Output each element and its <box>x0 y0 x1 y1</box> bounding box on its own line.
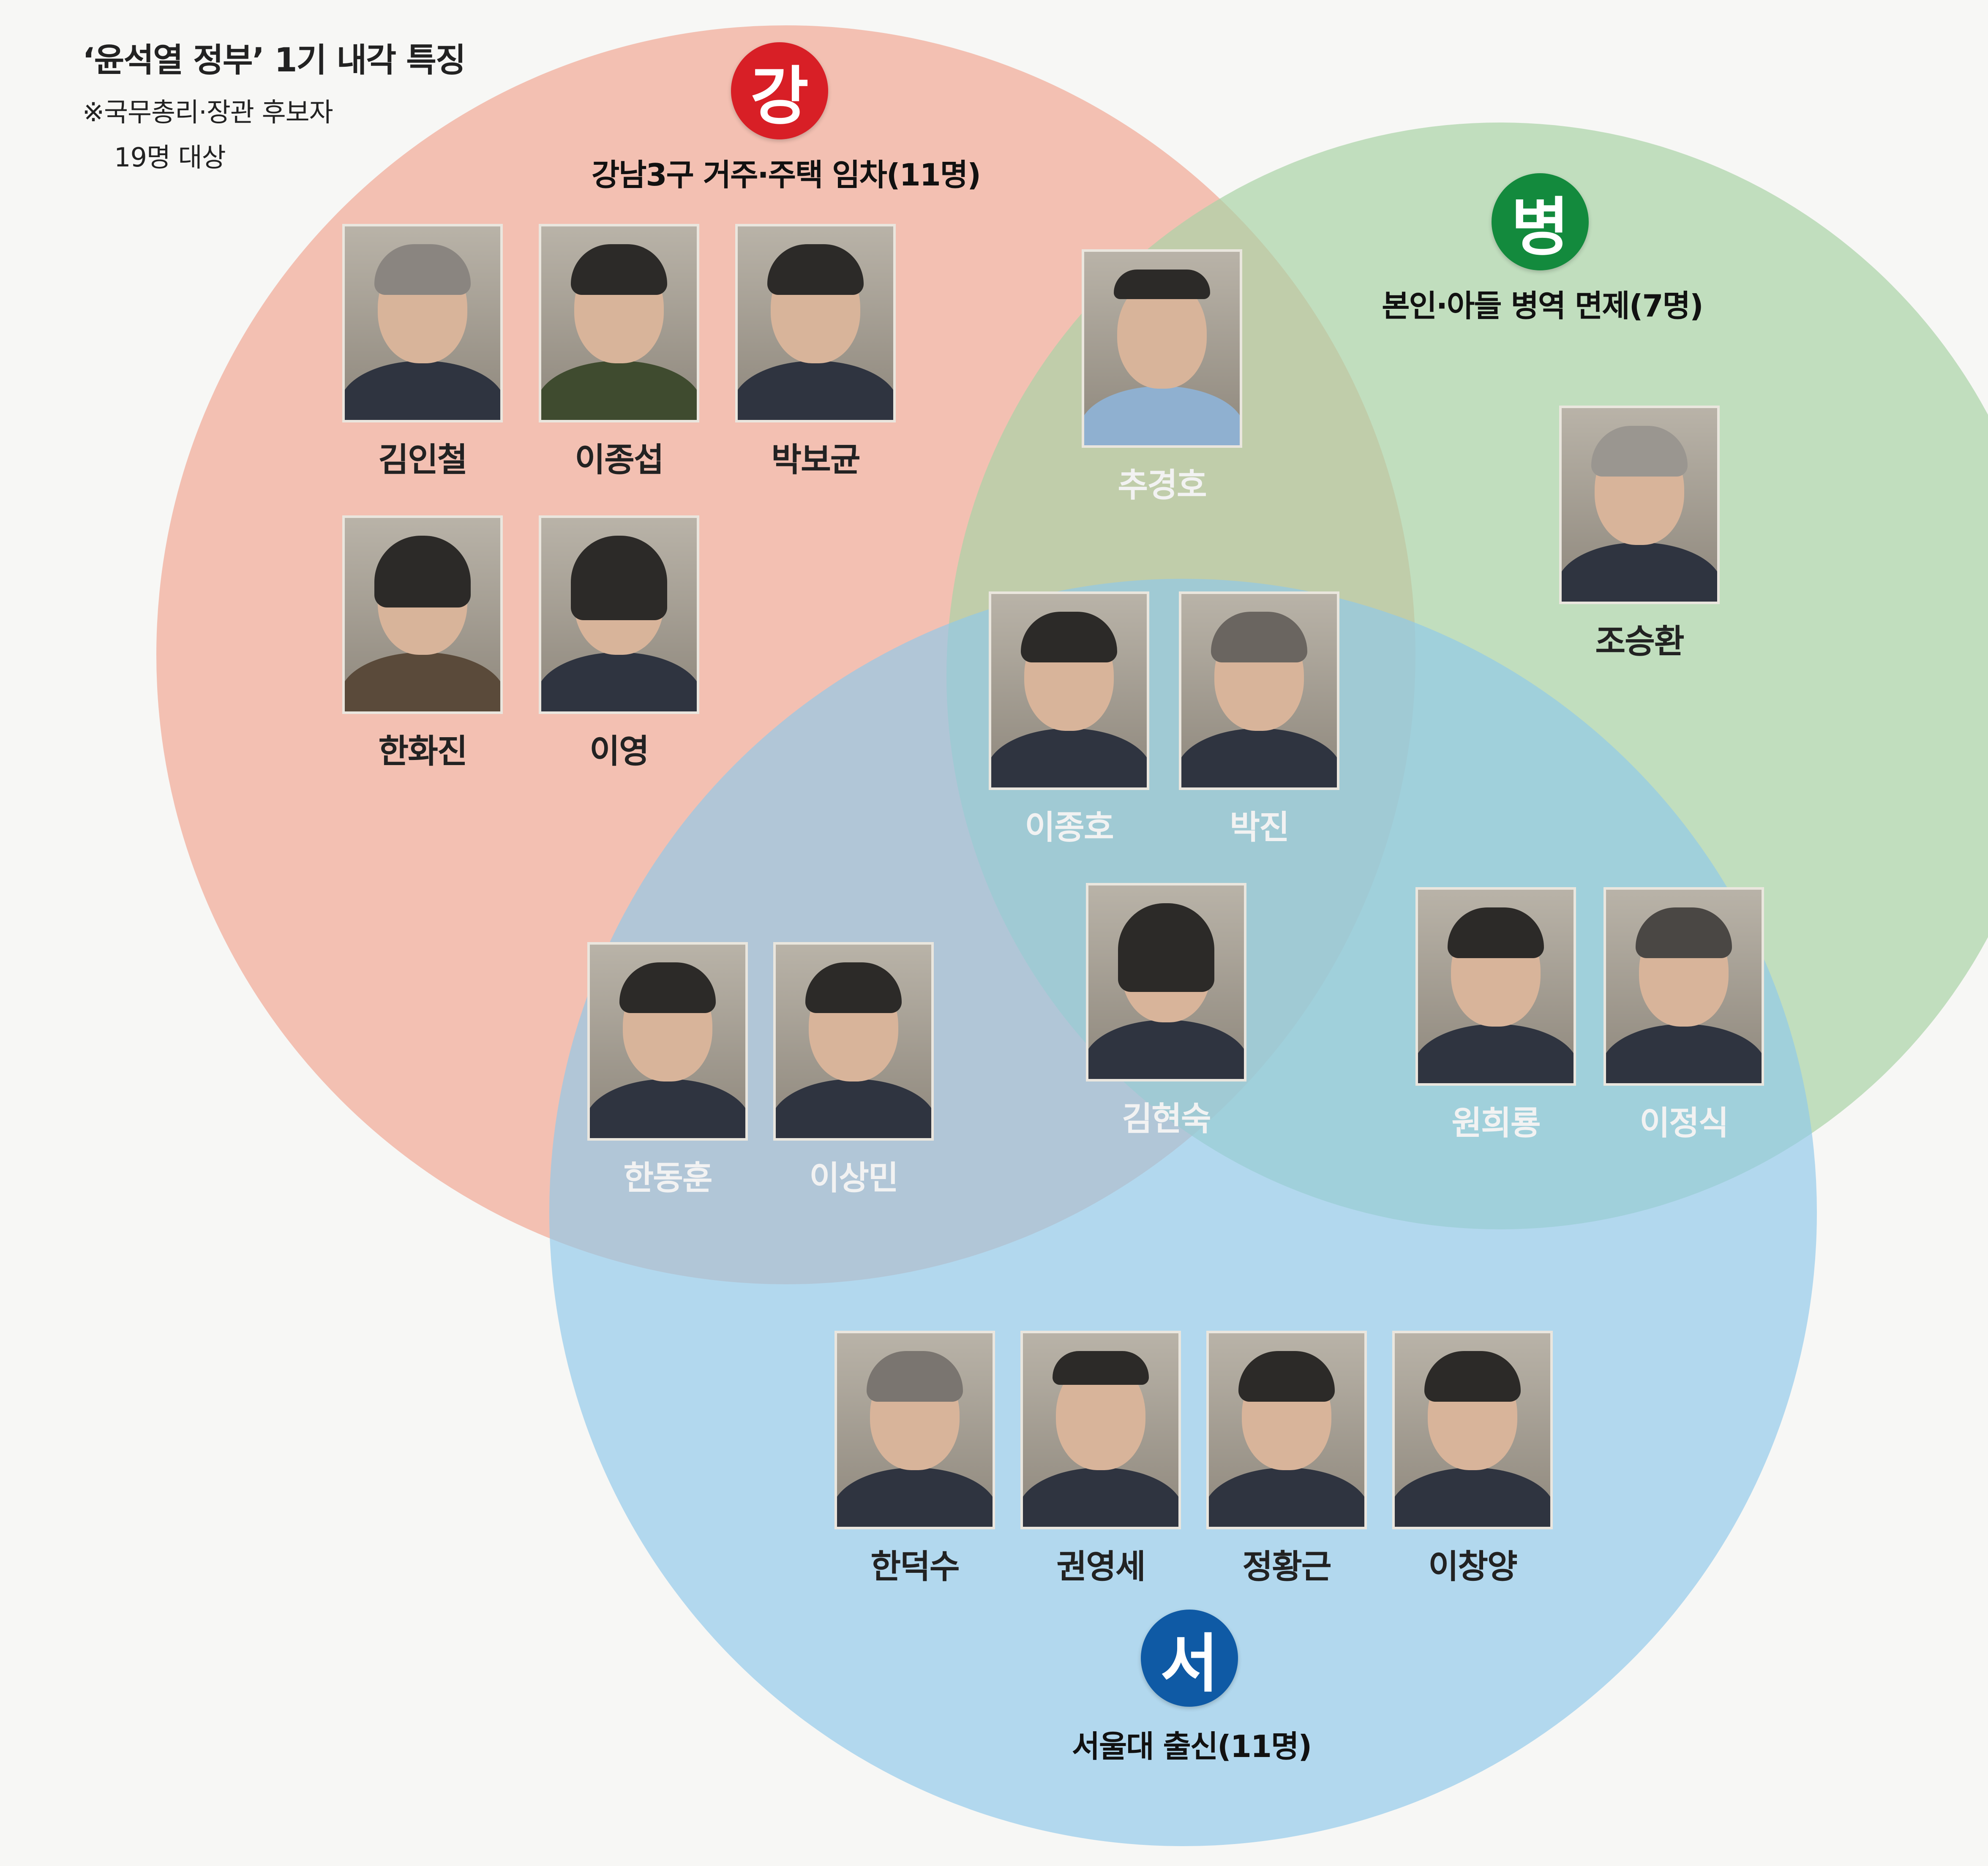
person-card: 한덕수 <box>834 1331 995 1588</box>
portrait-photo <box>539 224 699 422</box>
person-name: 한덕수 <box>870 1548 960 1586</box>
person-card: 정황근 <box>1206 1331 1367 1588</box>
portrait-photo <box>773 942 934 1141</box>
person-name: 김인철 <box>378 441 467 479</box>
gang-set-label: 강남3구 거주·주택 임차(11명) <box>592 157 981 193</box>
person-name: 원희룡 <box>1451 1104 1541 1142</box>
person-name: 박진 <box>1230 809 1290 847</box>
person-name: 이종섭 <box>575 441 664 479</box>
portrait-photo <box>587 942 748 1141</box>
person-card: 이정식 <box>1603 887 1764 1144</box>
portrait-photo <box>1179 591 1339 790</box>
person-name: 한화진 <box>378 733 467 771</box>
person-card: 한화진 <box>342 515 503 772</box>
person-card: 이종호 <box>989 591 1149 848</box>
person-card: 한동훈 <box>587 942 748 1199</box>
person-name: 김현숙 <box>1122 1100 1211 1138</box>
portrait-photo <box>1392 1331 1553 1529</box>
portrait-photo <box>834 1331 995 1529</box>
portrait-photo <box>342 224 503 422</box>
page-title: ‘윤석열 정부’ 1기 내각 특징 <box>82 41 466 79</box>
person-card: 권영세 <box>1020 1331 1181 1588</box>
title-note: ※국무총리·장관 후보자 <box>82 97 333 128</box>
title-block: ‘윤석열 정부’ 1기 내각 특징 ※국무총리·장관 후보자 19명 대상 <box>82 34 466 174</box>
portrait-photo <box>342 515 503 714</box>
person-name: 이창양 <box>1428 1548 1517 1586</box>
portrait-photo <box>539 515 699 714</box>
person-card: 박진 <box>1179 591 1339 848</box>
byeong-badge: 병 <box>1492 173 1589 270</box>
portrait-photo <box>735 224 896 422</box>
person-name: 이종호 <box>1025 809 1114 847</box>
person-card: 추경호 <box>1082 249 1242 506</box>
portrait-photo <box>1020 1331 1181 1529</box>
person-name: 이상민 <box>809 1159 898 1197</box>
portrait-photo <box>1603 887 1764 1086</box>
portrait-photo <box>1206 1331 1367 1529</box>
person-card: 박보균 <box>735 224 896 481</box>
person-card: 이종섭 <box>539 224 699 481</box>
portrait-photo <box>1086 883 1246 1081</box>
person-name: 조승환 <box>1595 623 1684 661</box>
person-name: 정황근 <box>1242 1548 1331 1586</box>
person-name: 박보균 <box>771 441 860 479</box>
person-name: 권영세 <box>1056 1548 1145 1586</box>
seo-badge: 서 <box>1141 1610 1238 1707</box>
person-card: 이영 <box>539 515 699 772</box>
portrait-photo <box>989 591 1149 790</box>
person-card: 김인철 <box>342 224 503 481</box>
portrait-photo <box>1559 406 1720 604</box>
portrait-photo <box>1415 887 1576 1086</box>
gang-badge: 강 <box>731 42 828 139</box>
seo-set-label: 서울대 출신(11명) <box>1072 1729 1312 1764</box>
person-card: 김현숙 <box>1086 883 1246 1140</box>
person-name: 추경호 <box>1118 466 1207 504</box>
title-note-count: 19명 대상 <box>114 142 226 173</box>
person-card: 원희룡 <box>1415 887 1576 1144</box>
person-name: 이정식 <box>1639 1104 1729 1142</box>
person-card: 조승환 <box>1559 406 1720 662</box>
portrait-photo <box>1082 249 1242 448</box>
person-card: 이창양 <box>1392 1331 1553 1588</box>
person-name: 한동훈 <box>623 1159 712 1197</box>
person-name: 이영 <box>589 733 649 771</box>
byeong-set-label: 본인·아들 병역 면제(7명) <box>1382 288 1704 324</box>
person-card: 이상민 <box>773 942 934 1199</box>
